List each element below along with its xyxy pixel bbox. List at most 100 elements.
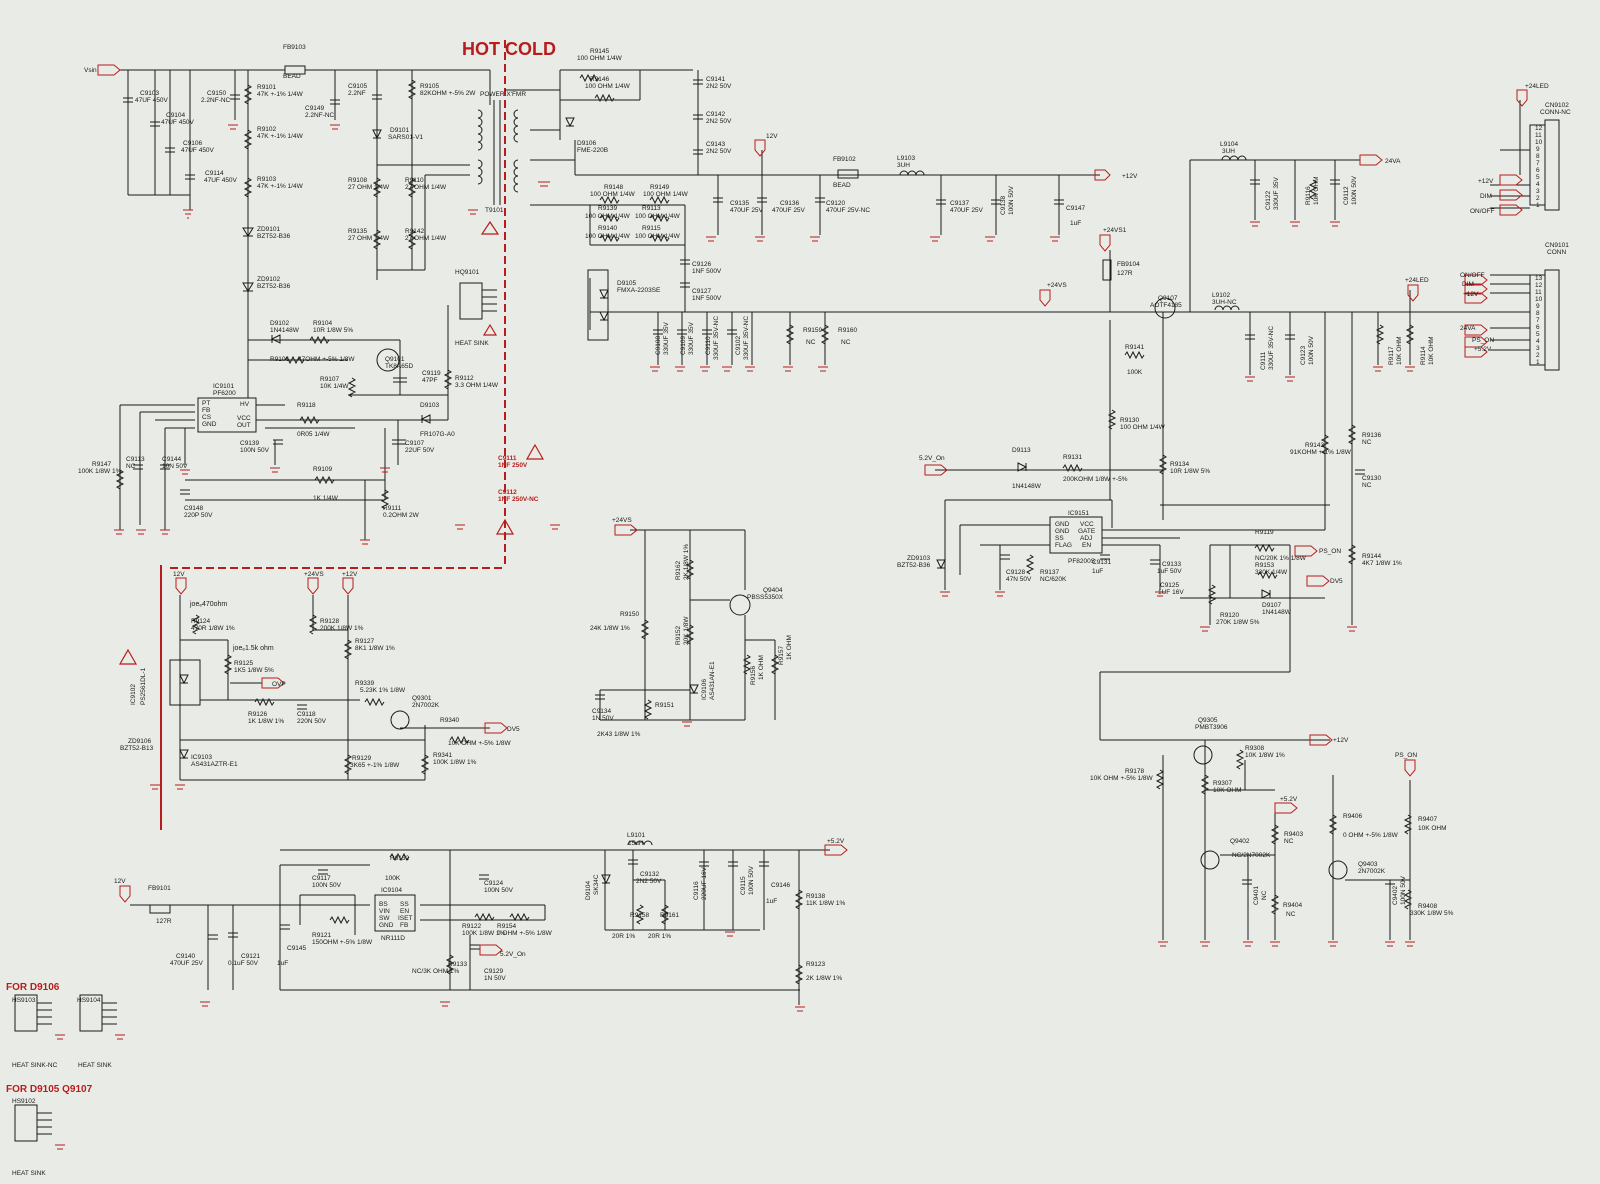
schematic-label: 5.2V_On [500, 951, 526, 958]
schematic-label: FB9101 [148, 885, 171, 892]
schematic-label: Q9301 [412, 695, 432, 702]
schematic-label: C9107 [405, 440, 425, 447]
schematic-label: R9128 [320, 618, 340, 625]
schematic-label: 0.1uF 50V [228, 960, 259, 967]
note-for-d9106: FOR D9106 [6, 982, 60, 993]
schematic-label: SK34C [593, 874, 600, 895]
schematic-label: 100K 1/8W 1% [462, 930, 506, 937]
schematic-label: 100N 50V [484, 887, 514, 894]
schematic-label: R9142 [405, 228, 425, 235]
schematic-label: HEAT SINK [12, 1170, 46, 1177]
schematic-label: R9104 [313, 320, 333, 327]
schematic-label: BZT52-B36 [257, 283, 291, 290]
schematic-label: C9111 [498, 455, 517, 462]
schematic-label: 1NF 500V [692, 295, 722, 302]
schematic-label: +24VS [612, 517, 632, 524]
schematic-label: 4 [1536, 181, 1540, 188]
schematic-label: ADJ [1080, 535, 1092, 542]
schematic-label: R9156 [750, 665, 757, 685]
schematic-label: R9115 [642, 225, 661, 232]
schematic-label: R9138 [806, 893, 826, 900]
schematic-label: 1 [1536, 202, 1540, 209]
schematic-label: FB9103 [283, 44, 306, 51]
schematic-label: 100N 50V [240, 447, 270, 454]
schematic-label: D9106 [577, 140, 597, 147]
schematic-label: R9131 [1063, 454, 1083, 461]
schematic-label: C9137 [950, 200, 970, 207]
schematic-label: 11K 1/8W 1% [806, 900, 845, 907]
schematic-label: HS9104 [77, 997, 101, 1004]
schematic-label: 6 [1536, 167, 1540, 174]
schematic-label: DV5 [1330, 578, 1343, 585]
schematic-label: HEAT SINK [455, 340, 489, 347]
schematic-label: Q9107 [1158, 295, 1178, 302]
schematic-label: FR107G-A0 [420, 431, 455, 438]
schematic-label: R9147 [92, 461, 112, 468]
heat-sinks [14, 269, 609, 1142]
schematic-label: 1N 50V [592, 715, 614, 722]
schematic-label: R9110 [405, 177, 424, 184]
schematic-label: 220N 50V [297, 718, 327, 725]
schematic-label: 2K43 1/8W 1% [597, 731, 641, 738]
schematic-label: C9106 [183, 140, 203, 147]
schematic-label: AOTF4185 [1150, 302, 1182, 309]
schematic-label: FB9104 [1117, 261, 1140, 268]
schematic-label: 1UF 16V [1158, 589, 1184, 596]
schematic-label: 27 OHM 1/4W [405, 184, 447, 191]
schematic-label: R9122 [462, 923, 482, 930]
schematic-label: C9121 [241, 953, 261, 960]
schematic-label: C9104 [166, 112, 186, 119]
schematic-label: 100 OHM 1/4W [635, 233, 681, 240]
schematic-label: 6 [1536, 324, 1540, 331]
schematic-label: 20R 1% [648, 933, 671, 940]
schematic-label: R9126 [248, 711, 268, 718]
schematic-label: R9160 [838, 327, 858, 334]
schematic-label: 100 OHM 1/4W [635, 213, 681, 220]
schematic-label: 4K7 1/8W 1% [1362, 560, 1402, 567]
schematic-label: +24LED [1525, 83, 1549, 90]
schematic-label: 0 OHM +-5% 1/8W [497, 930, 553, 937]
schematic-label: R9157 [778, 645, 785, 665]
schematic-label: D9113 [1012, 447, 1031, 454]
schematic-label: 470R 1/8W 1% [191, 625, 235, 632]
schematic-label: +12V [342, 571, 358, 578]
schematic-label: PF6200 [213, 390, 236, 397]
schematic-label: 2N7002K [412, 702, 440, 709]
schematic-label: IC9102 [130, 684, 137, 705]
schematic-label: ON/OFF [1470, 208, 1495, 215]
schematic-label: 1NF 500V [692, 268, 722, 275]
schematic-label: CONN-NC [1540, 109, 1571, 116]
schematic-label: R9101 [257, 84, 277, 91]
schematic-label: NC [841, 339, 851, 346]
schematic-label: HEAT SINK-NC [12, 1062, 58, 1069]
schematic-label: 12 [1535, 125, 1543, 132]
schematic-label: 47N 50V [1006, 576, 1032, 583]
schematic-label: 1K 1/4W [313, 495, 339, 502]
schematic-label: R9152 [675, 625, 682, 645]
schematic-label: VCC [237, 415, 251, 422]
schematic-label: HS9103 [12, 997, 36, 1004]
schematic-label: 1uF [1070, 220, 1081, 227]
schematic-label: +12V [1122, 173, 1138, 180]
schematic-label: PS_ON [1395, 752, 1417, 759]
schematic-label: 47UF 450V [181, 147, 215, 154]
schematic-label: +5.2V [827, 838, 845, 845]
schematic-label: FB [400, 922, 408, 929]
schematic-label: D9107 [1262, 602, 1282, 609]
schematic-label: OUT [237, 422, 251, 429]
schematic-label: R9341 [433, 752, 453, 759]
schematic-label: C9112 [1343, 186, 1350, 205]
schematic-label: 330UF 35V-NC [1268, 326, 1275, 370]
schematic-label: GATE [1078, 528, 1096, 535]
schematic-label: 7 [1536, 160, 1540, 167]
schematic-label: 7 [1536, 317, 1540, 324]
schematic-label: 10R 1/8W 5% [313, 327, 353, 334]
schematic-label: 82KOHM +-5% 2W [420, 90, 476, 97]
schematic-label: 270K 1/8W 5% [1216, 619, 1260, 626]
connector-pin-numbers: 12 11 10 9 8 7 6 5 4 3 2 1 13 12 11 10 9… [1535, 125, 1543, 366]
note-for-d9105-q9107: FOR D9105 Q9107 [6, 1084, 93, 1095]
schematic-label: 1uF [766, 898, 777, 905]
schematic-label: EN [400, 908, 409, 915]
schematic-label: NC [1284, 838, 1294, 845]
